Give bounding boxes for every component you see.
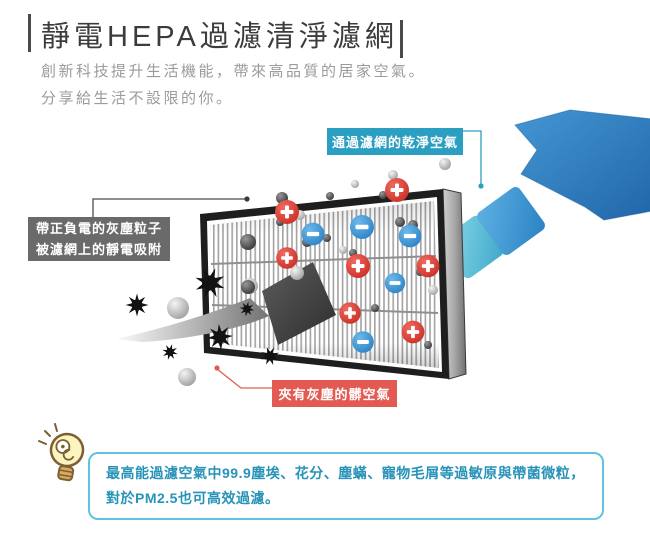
title-right-bar xyxy=(400,20,403,58)
blue-minus-badge-icon xyxy=(352,331,374,353)
dirty-air-label: 夾有灰塵的髒空氣 xyxy=(272,380,397,407)
page-title: 靜電HEPA過濾清淨濾網 xyxy=(41,21,398,53)
dust-shard xyxy=(262,262,336,345)
charged-dust-label-line1: 帶正負電的灰塵粒子 xyxy=(35,221,162,236)
subtitle-line-1: 創新科技提升生活機能，帶來高品質的居家空氣。 xyxy=(41,63,427,80)
subtitle-line-2: 分享給生活不設限的你。 xyxy=(41,90,234,107)
red-plus-badge-icon xyxy=(385,178,409,202)
red-plus-badge-icon xyxy=(416,254,440,278)
clean-air-label-text: 通過濾網的乾淨空氣 xyxy=(331,135,458,150)
red-plus-badge-icon xyxy=(276,247,298,269)
clean-air-label: 通過濾網的乾淨空氣 xyxy=(327,128,463,155)
charged-dust-label: 帶正負電的灰塵粒子 被濾網上的靜電吸附 xyxy=(28,217,170,261)
blue-minus-badge-icon xyxy=(398,224,422,248)
blue-minus-badge-icon xyxy=(301,222,325,246)
dirty-air-swoosh-icon xyxy=(116,298,269,342)
filter-side-panel xyxy=(442,188,467,380)
charged-dust-label-line2: 被濾網上的靜電吸附 xyxy=(35,242,162,257)
clean-air-arrow-icon xyxy=(477,109,650,255)
red-plus-badge-icon xyxy=(346,254,370,278)
hepa-filter-icon xyxy=(200,188,467,380)
tip-line-1: 最高能過濾空氣中99.9塵埃、花分、塵蟎、寵物毛屑等過敏原與帶菌微粒， xyxy=(106,465,585,481)
tip-box: 最高能過濾空氣中99.9塵埃、花分、塵蟎、寵物毛屑等過敏原與帶菌微粒， 對於PM… xyxy=(88,452,604,520)
blue-minus-badge-icon xyxy=(350,215,374,239)
lightbulb-icon xyxy=(38,423,85,482)
tip-line-2: 對於PM2.5也可高效過濾。 xyxy=(106,490,280,506)
red-plus-badge-icon xyxy=(401,320,425,344)
dirty-air-label-text: 夾有灰塵的髒空氣 xyxy=(278,387,391,402)
title-left-bar xyxy=(28,14,31,52)
red-plus-badge-icon xyxy=(275,200,299,224)
red-plus-badge-icon xyxy=(339,302,361,324)
leader-lines xyxy=(92,130,484,389)
blue-minus-badge-icon xyxy=(384,272,406,294)
